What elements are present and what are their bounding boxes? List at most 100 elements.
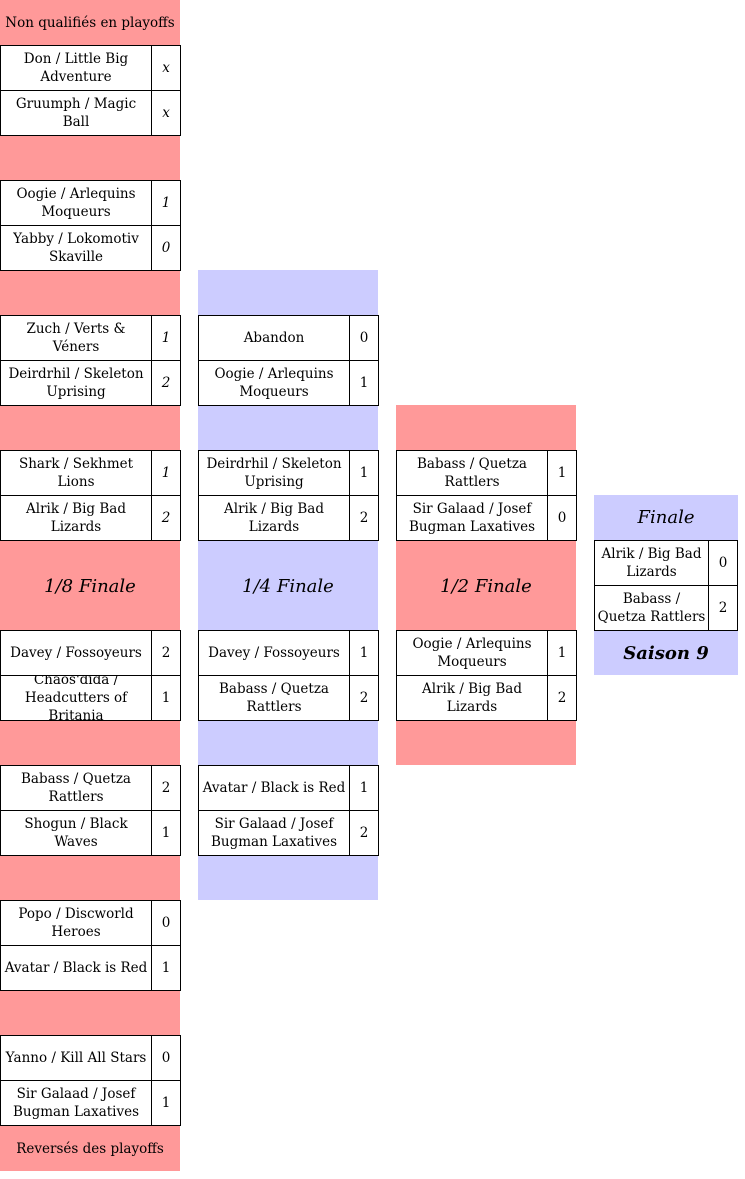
team-name: Deirdrhil / Skeleton Uprising: [199, 451, 350, 495]
bracket-spacer: [198, 406, 378, 450]
match-row: Avatar / Black is Red 1: [0, 945, 181, 991]
team-name: Popo / Discworld Heroes: [1, 901, 152, 945]
match-row: Chaos'dida / Headcutters of Britania 1: [0, 675, 181, 721]
team-name: Gruumph / Magic Ball: [1, 91, 152, 135]
team-score: 1: [557, 465, 567, 481]
team-name: Zuch / Verts & Véners: [1, 316, 152, 360]
team-score: 2: [557, 690, 567, 706]
team-score: 0: [557, 510, 567, 526]
match-row: Alrik / Big Bad Lizards 2: [0, 495, 181, 541]
team-name: Yanno / Kill All Stars: [1, 1036, 152, 1080]
team-score: 0: [161, 1050, 171, 1066]
match-row: Avatar / Black is Red 1: [198, 765, 379, 811]
match-row: Davey / Fossoyeurs 2: [0, 630, 181, 676]
team-name: Chaos'dida / Headcutters of Britania: [1, 676, 152, 720]
match-row: Babass / Quetza Rattlers 2: [0, 765, 181, 811]
bracket-spacer: [396, 405, 576, 450]
team-score: 1: [161, 960, 171, 976]
season-label: Saison 9: [594, 631, 738, 675]
team-score: 0: [161, 915, 171, 931]
team-score: 1: [557, 645, 567, 661]
team-score: 0: [161, 240, 171, 256]
team-name: Alrik / Big Bad Lizards: [397, 676, 548, 720]
team-name: Abandon: [199, 316, 350, 360]
team-name: Sir Galaad / Josef Bugman Laxatives: [1, 1081, 152, 1125]
match-row: Babass / Quetza Rattlers 1: [396, 450, 577, 496]
match-row: Davey / Fossoyeurs 1: [198, 630, 379, 676]
team-name: Sir Galaad / Josef Bugman Laxatives: [199, 811, 350, 855]
bracket-spacer: [198, 856, 378, 900]
non-qualified-header: Non qualifiés en playoffs: [0, 0, 180, 45]
bracket-spacer: [396, 721, 576, 765]
team-name: Alrik / Big Bad Lizards: [1, 496, 152, 540]
team-name: Oogie / Arlequins Moqueurs: [1, 181, 152, 225]
team-name: Davey / Fossoyeurs: [199, 631, 350, 675]
team-name: Don / Little Big Adventure: [1, 46, 152, 90]
team-score: 2: [161, 645, 171, 661]
team-score: x: [162, 60, 170, 76]
bracket-spacer: [0, 721, 180, 765]
team-name: Sir Galaad / Josef Bugman Laxatives: [397, 496, 548, 540]
match-row: Oogie / Arlequins Moqueurs 1: [396, 630, 577, 676]
bracket-spacer: [0, 856, 180, 900]
team-score: 2: [161, 780, 171, 796]
match-row: Abandon 0: [198, 315, 379, 361]
match-row: Popo / Discworld Heroes 0: [0, 900, 181, 946]
team-score: x: [162, 105, 170, 121]
round-label-semi: 1/2 Finale: [396, 541, 576, 631]
bracket-spacer: [198, 721, 378, 765]
team-score: 2: [718, 600, 728, 616]
team-score: 1: [359, 465, 369, 481]
team-name: Babass / Quetza Rattlers: [1, 766, 152, 810]
team-name: Alrik / Big Bad Lizards: [199, 496, 350, 540]
match-row: Oogie / Arlequins Moqueurs 1: [0, 180, 181, 226]
team-name: Shark / Sekhmet Lions: [1, 451, 152, 495]
match-row: Deirdrhil / Skeleton Uprising 1: [198, 450, 379, 496]
match-row: Shogun / Black Waves 1: [0, 810, 181, 856]
team-name: Babass / Quetza Rattlers: [595, 586, 709, 630]
match-row: Don / Little Big Adventure x: [0, 45, 181, 91]
team-score: 1: [161, 195, 171, 211]
bracket-spacer: [198, 270, 378, 315]
team-score: 2: [359, 825, 369, 841]
team-name: Yabby / Lokomotiv Skaville: [1, 226, 152, 270]
team-score: 2: [359, 690, 369, 706]
team-score: 1: [359, 375, 369, 391]
team-score: 1: [359, 780, 369, 796]
match-row: Yanno / Kill All Stars 0: [0, 1035, 181, 1081]
team-score: 2: [161, 375, 171, 391]
round-label-quarter: 1/4 Finale: [198, 541, 378, 631]
match-row: Babass / Quetza Rattlers 2: [594, 585, 738, 631]
team-name: Deirdrhil / Skeleton Uprising: [1, 361, 152, 405]
match-row: Sir Galaad / Josef Bugman Laxatives 2: [198, 810, 379, 856]
team-name: Shogun / Black Waves: [1, 811, 152, 855]
relegated-footer: Reversés des playoffs: [0, 1126, 180, 1171]
round-label-eighth: 1/8 Finale: [0, 541, 180, 631]
team-score: 1: [161, 825, 171, 841]
match-row: Sir Galaad / Josef Bugman Laxatives 1: [0, 1080, 181, 1126]
bracket-spacer: [0, 991, 180, 1035]
match-row: Babass / Quetza Rattlers 2: [198, 675, 379, 721]
match-row: Sir Galaad / Josef Bugman Laxatives 0: [396, 495, 577, 541]
match-row: Gruumph / Magic Ball x: [0, 90, 181, 136]
round-label-final: Finale: [594, 495, 738, 540]
team-score: 2: [359, 510, 369, 526]
match-row: Zuch / Verts & Véners 1: [0, 315, 181, 361]
team-name: Oogie / Arlequins Moqueurs: [199, 361, 350, 405]
bracket-spacer: [0, 271, 180, 315]
team-name: Babass / Quetza Rattlers: [397, 451, 548, 495]
team-name: Oogie / Arlequins Moqueurs: [397, 631, 548, 675]
match-row: Shark / Sekhmet Lions 1: [0, 450, 181, 496]
team-name: Davey / Fossoyeurs: [1, 631, 152, 675]
team-name: Avatar / Black is Red: [199, 766, 350, 810]
team-name: Avatar / Black is Red: [1, 946, 152, 990]
team-score: 1: [161, 690, 171, 706]
team-name: Babass / Quetza Rattlers: [199, 676, 350, 720]
team-score: 0: [359, 330, 369, 346]
match-row: Yabby / Lokomotiv Skaville 0: [0, 225, 181, 271]
team-score: 1: [161, 330, 171, 346]
team-score: 2: [161, 510, 171, 526]
team-score: 1: [161, 465, 171, 481]
team-score: 1: [359, 645, 369, 661]
bracket-spacer: [0, 136, 180, 180]
